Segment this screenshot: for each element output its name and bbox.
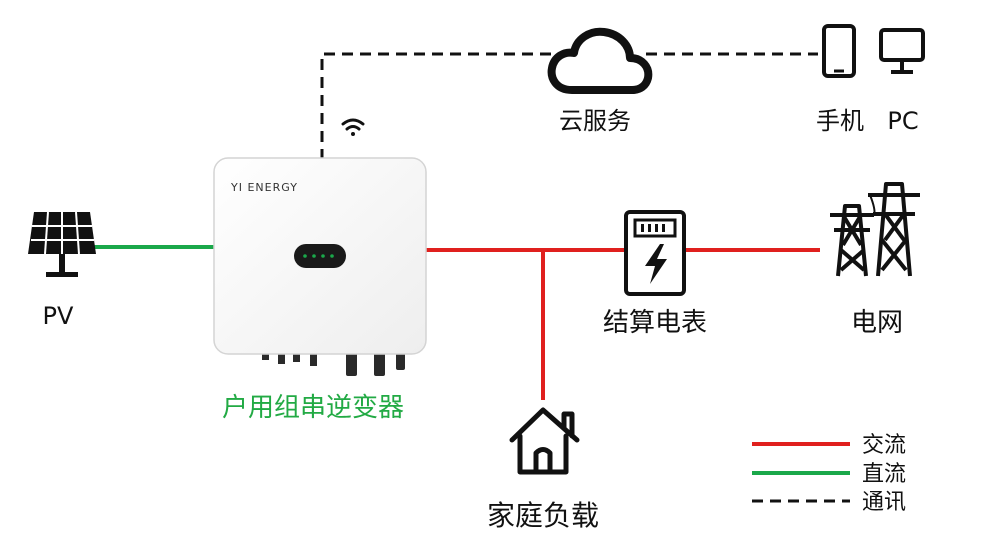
- solar-panel-icon: [28, 211, 96, 277]
- cloud-icon: [547, 27, 653, 94]
- home-label: 家庭负载: [487, 499, 599, 532]
- pc-label: PC: [887, 107, 918, 135]
- phone-label: 手机: [816, 107, 864, 135]
- inverter-brand: YI ENERGY: [230, 181, 298, 194]
- grid-label: 电网: [851, 308, 903, 338]
- pv-label: PV: [43, 302, 74, 330]
- monitor-icon: [879, 28, 925, 74]
- smartphone-icon: [822, 24, 856, 78]
- cloud-label: 云服务: [559, 107, 631, 135]
- legend-ac-label: 交流: [862, 433, 906, 458]
- legend: 交流 直流 通讯: [752, 433, 906, 515]
- inverter-label: 户用组串逆变器: [222, 393, 404, 423]
- inverter-icon: [213, 157, 427, 376]
- transmission-tower-icon: [830, 182, 920, 277]
- meter-icon: [624, 210, 686, 296]
- comm-line-inverter-cloud: [320, 52, 552, 160]
- legend-comm-label: 通讯: [862, 490, 906, 515]
- legend-dc-label: 直流: [862, 462, 906, 487]
- meter-label: 结算电表: [603, 308, 707, 338]
- wifi-icon: [341, 118, 365, 136]
- house-icon: [509, 407, 580, 475]
